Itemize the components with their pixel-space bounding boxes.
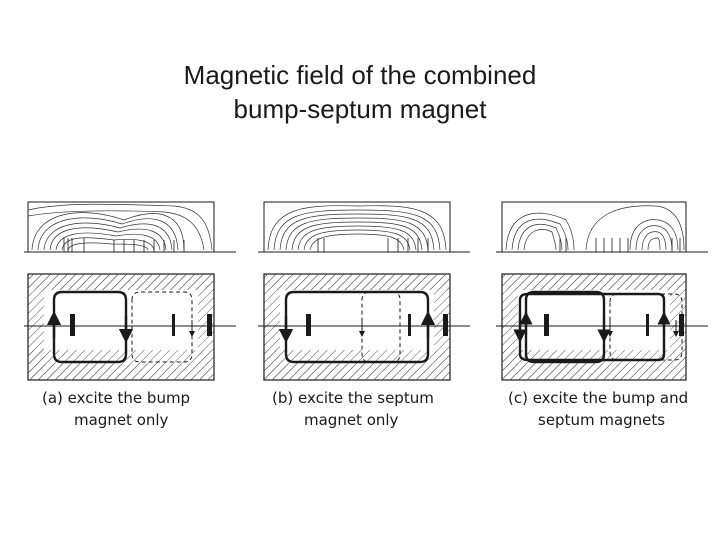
field-plot-a bbox=[24, 201, 236, 253]
caption-line-2: magnet only bbox=[304, 411, 399, 429]
bump-flux-loop bbox=[361, 291, 401, 363]
caption-line-2: magnet only bbox=[74, 411, 169, 429]
field-plot-c bbox=[496, 201, 708, 253]
panel-b: (b) excite the septum magnet only bbox=[258, 190, 470, 440]
diagram-a bbox=[24, 201, 236, 381]
caption-a: (a) excite the bump magnet only bbox=[42, 387, 254, 431]
slide-title: Magnetic field of the combined bump-sept… bbox=[0, 58, 720, 126]
cross-section-b bbox=[258, 273, 470, 381]
cross-section-c bbox=[496, 273, 708, 381]
bump-flux-loop bbox=[52, 290, 128, 364]
caption-c: (c) excite the bump and septum magnets bbox=[508, 387, 720, 431]
title-line-2: bump-septum magnet bbox=[233, 94, 487, 124]
caption-line-2: septum magnets bbox=[538, 411, 666, 429]
septum-flux-loop bbox=[131, 291, 193, 363]
diagram-c bbox=[496, 201, 708, 381]
caption-line-1: (c) excite the bump and bbox=[508, 389, 689, 407]
title-line-1: Magnetic field of the combined bbox=[183, 60, 537, 90]
diagram-b bbox=[258, 201, 470, 381]
caption-line-1: (a) excite the bump bbox=[42, 389, 191, 407]
caption-line-1: (b) excite the septum bbox=[272, 389, 434, 407]
cross-section-a bbox=[24, 273, 236, 381]
dashed-flux-loop bbox=[609, 293, 683, 361]
caption-b: (b) excite the septum magnet only bbox=[272, 387, 484, 431]
septum-flux-loop bbox=[518, 292, 666, 362]
panel-c: (c) excite the bump and septum magnets bbox=[496, 190, 708, 440]
field-plot-b bbox=[258, 201, 470, 253]
panel-a: (a) excite the bump magnet only bbox=[24, 190, 236, 440]
septum-flux-loop bbox=[284, 290, 430, 364]
